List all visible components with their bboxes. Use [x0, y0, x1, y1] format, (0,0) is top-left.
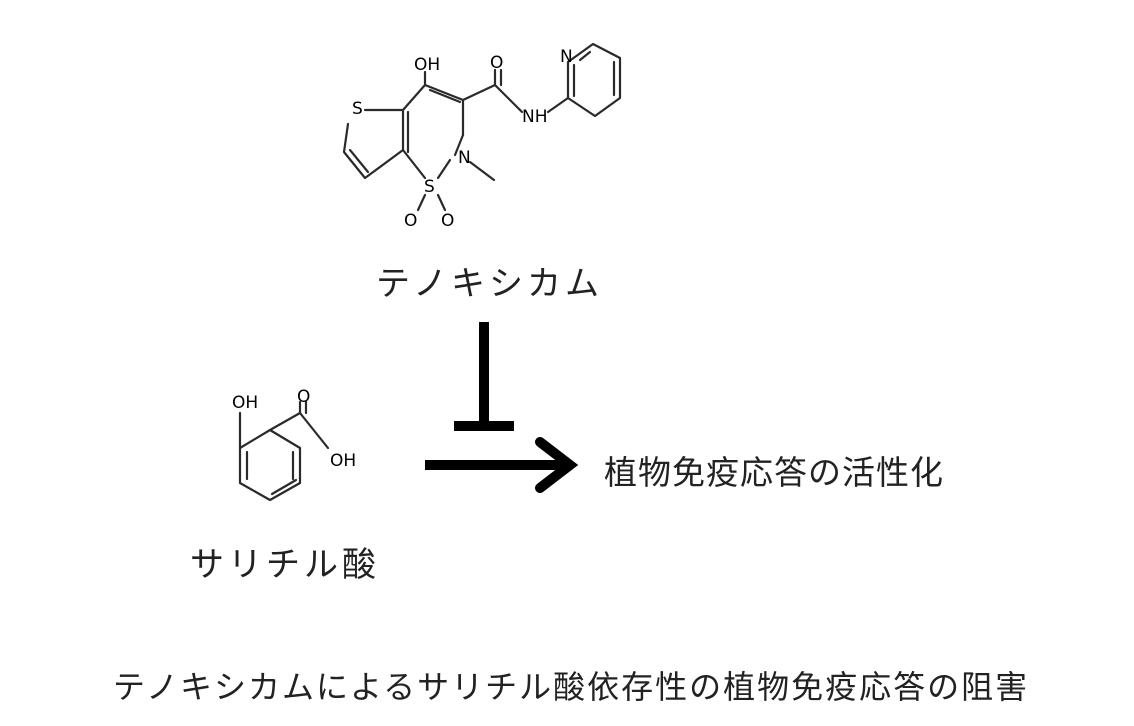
tenoxicam-o2: O	[441, 211, 454, 231]
tenoxicam-name: テノキシカム	[376, 264, 603, 304]
figure-caption: テノキシカムによるサリチル酸依存性の植物免疫応答の阻害	[113, 668, 1030, 706]
inhibition-bar	[454, 322, 514, 431]
tenoxicam-nh: NH	[522, 107, 548, 127]
tenoxicam-carbonyl-o: O	[490, 53, 503, 73]
tenoxicam-sulfonyl-s: S	[424, 177, 435, 197]
tenoxicam-oh: OH	[414, 55, 440, 75]
salicylic-acid-name: サリチル酸	[190, 545, 380, 585]
activation-arrow	[425, 437, 579, 493]
tenoxicam-thiophene-s: S	[352, 99, 363, 119]
immune-response-label: 植物免疫応答の活性化	[604, 453, 944, 492]
salicylic-acid-oh: OH	[330, 451, 356, 471]
salicylic-carbonyl-o: O	[297, 387, 310, 407]
tenoxicam-o1: O	[404, 211, 417, 231]
tenoxicam-pyridine-n: N	[560, 47, 573, 67]
salicylic-oh: OH	[232, 393, 258, 413]
tenoxicam-ring-n: N	[458, 148, 471, 168]
